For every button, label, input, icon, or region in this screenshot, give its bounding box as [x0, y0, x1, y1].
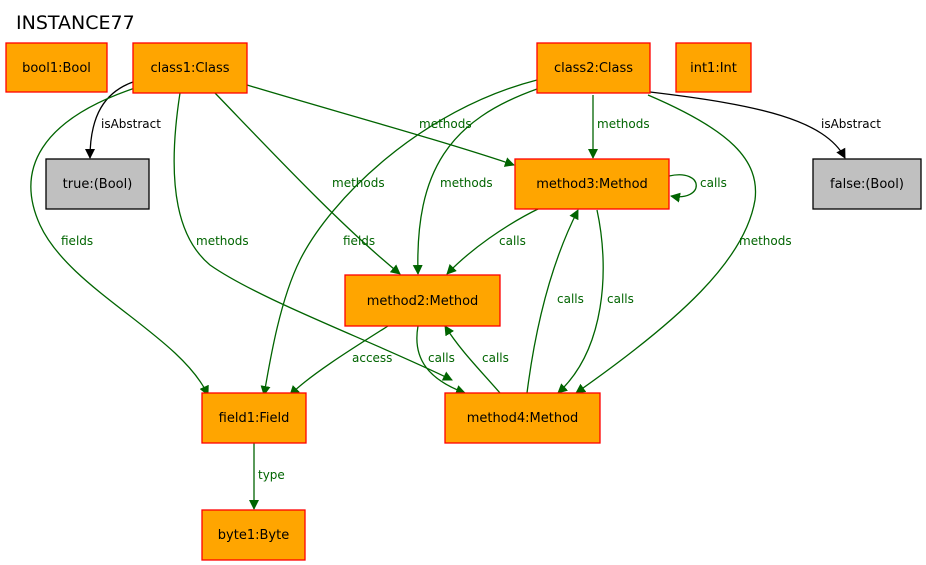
- edges: [30, 79, 846, 510]
- label-method4-calls-method3: calls: [557, 292, 584, 306]
- label-method3-calls-self: calls: [700, 176, 727, 190]
- label-method4-calls-method2: calls: [482, 351, 509, 365]
- label-class1-methods-method4: methods: [196, 234, 249, 248]
- label-method3-calls-method4: calls: [607, 292, 634, 306]
- node-field1-label: field1:Field: [219, 411, 290, 426]
- node-field1[interactable]: field1:Field: [201, 392, 307, 444]
- label-method2-access-field1: access: [352, 351, 392, 365]
- node-false-label: false:(Bool): [830, 177, 904, 192]
- label-class1-methods-method3: methods: [419, 117, 472, 131]
- label-class2-methods-method2: methods: [440, 176, 493, 190]
- node-byte1[interactable]: byte1:Byte: [201, 509, 306, 561]
- node-int1-label: int1:Int: [690, 61, 737, 76]
- edge-labels: isAbstract isAbstract methods methods ca…: [61, 117, 881, 482]
- label-class2-fields-field1: fields: [343, 234, 375, 248]
- node-true-label: true:(Bool): [63, 177, 133, 192]
- node-method4-label: method4:Method: [467, 411, 579, 426]
- node-class2-label: class2:Class: [554, 61, 633, 76]
- edge-method3-calls-method4: [557, 209, 604, 394]
- edge-class2-methods-method4: [575, 94, 757, 394]
- node-true[interactable]: true:(Bool): [45, 158, 150, 210]
- edge-class2-isabstract-false: [649, 91, 846, 159]
- node-int1[interactable]: int1:Int: [675, 42, 752, 93]
- node-method2-label: method2:Method: [367, 294, 479, 309]
- node-method4[interactable]: method4:Method: [444, 392, 601, 444]
- label-class2-methods-method3: methods: [597, 117, 650, 131]
- edge-class1-methods-method3: [246, 84, 515, 167]
- node-class1[interactable]: class1:Class: [132, 42, 248, 94]
- node-class1-label: class1:Class: [150, 61, 229, 76]
- node-bool1-label: bool1:Bool: [22, 61, 91, 76]
- edge-method4-calls-method3: [526, 209, 579, 394]
- edge-class1-methods-method4: [173, 92, 453, 381]
- label-field1-type-byte1: type: [258, 468, 285, 482]
- label-class1-fields-field1: fields: [61, 234, 93, 248]
- label-class2-isabstract: isAbstract: [821, 117, 881, 131]
- edge-class1-fields-field1: [30, 87, 209, 396]
- edge-class1-methods-method2: [214, 92, 401, 275]
- node-method3[interactable]: method3:Method: [514, 158, 670, 210]
- edge-method2-calls-method4: [416, 325, 466, 395]
- label-class2-methods-method4: methods: [739, 234, 792, 248]
- node-class2[interactable]: class2:Class: [536, 42, 651, 94]
- label-class1-methods-method2: methods: [332, 176, 385, 190]
- node-method3-label: method3:Method: [536, 177, 648, 192]
- edge-class2-methods-method2: [412, 88, 538, 275]
- label-class1-isabstract: isAbstract: [101, 117, 161, 131]
- nodes: bool1:Bool class1:Class class2:Class int…: [5, 42, 922, 561]
- edge-method3-calls-method2: [446, 207, 541, 275]
- node-bool1[interactable]: bool1:Bool: [5, 42, 108, 93]
- label-method3-calls-method2: calls: [499, 234, 526, 248]
- node-method2[interactable]: method2:Method: [344, 274, 501, 327]
- edge-method4-calls-method2: [444, 325, 501, 394]
- diagram-title: INSTANCE77: [16, 12, 135, 34]
- edge-class2-fields-field1: [260, 79, 538, 396]
- node-false[interactable]: false:(Bool): [812, 158, 922, 210]
- edge-method3-calls-self: [668, 174, 697, 203]
- edge-class1-isabstract-true: [85, 81, 134, 159]
- label-method2-calls-method4: calls: [428, 351, 455, 365]
- node-byte1-label: byte1:Byte: [218, 528, 289, 543]
- edge-method2-access-field1: [289, 325, 389, 396]
